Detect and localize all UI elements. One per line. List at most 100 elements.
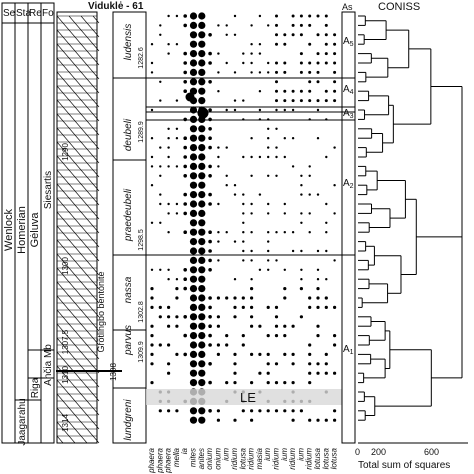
occurrence-dot <box>241 409 245 413</box>
lith-hatch <box>80 295 88 304</box>
lith-hatch <box>92 379 100 388</box>
occurrence-dot <box>250 202 253 206</box>
occurrence-dot <box>167 202 170 206</box>
occurrence-dot <box>150 334 154 338</box>
formation-label-riga: Riga <box>30 377 41 398</box>
occurrence-dot <box>198 369 206 377</box>
occurrence-dot <box>159 221 162 224</box>
occurrence-dot <box>216 324 220 328</box>
lith-hatch <box>68 253 76 262</box>
occurrence-dot <box>333 52 337 56</box>
occurrence-dot <box>333 184 336 187</box>
occurrence-dot <box>198 31 206 39</box>
lith-hatch <box>80 267 88 276</box>
occurrence-dot <box>175 99 179 102</box>
lith-hatch <box>56 183 64 192</box>
occurrence-dot <box>208 108 212 112</box>
occurrence-dot <box>208 127 212 131</box>
occurrence-dot <box>208 296 212 300</box>
biozone-name: praedeubeli <box>123 188 134 242</box>
lith-hatch <box>92 113 100 122</box>
biozone-depth: 1298.5 <box>138 229 145 251</box>
occurrence-dot <box>189 322 198 330</box>
occurrence-dot <box>159 174 162 177</box>
occurrence-dot <box>189 200 198 208</box>
occurrence-dot <box>189 228 198 236</box>
lith-hatch <box>62 428 70 437</box>
occurrence-dot <box>189 256 198 264</box>
biozone-column <box>112 11 147 444</box>
lith-hatch <box>86 204 94 213</box>
assemblage-subscript: 2 <box>350 183 354 190</box>
lith-hatch <box>92 421 100 430</box>
occurrence-dot <box>283 99 287 103</box>
occurrence-dot <box>208 230 212 234</box>
lith-hatch <box>56 295 64 304</box>
lith-hatch <box>56 71 64 80</box>
occurrence-dot <box>208 343 212 347</box>
occurrence-dot <box>189 247 198 255</box>
occurrence-dot <box>159 202 162 206</box>
lith-hatch <box>62 36 70 45</box>
occurrence-dot <box>189 134 198 142</box>
occurrence-dot <box>189 379 198 387</box>
occurrence-dot <box>150 61 154 65</box>
biozone-depth: 1289.9 <box>138 121 145 143</box>
occurrence-dot <box>159 193 162 196</box>
occurrence-dot <box>308 70 312 74</box>
occurrence-dot <box>308 352 312 356</box>
taxon-label: ia <box>180 447 189 454</box>
lith-hatch <box>80 253 88 262</box>
occurrence-dot <box>291 418 295 422</box>
occurrence-dot <box>198 322 206 330</box>
lith-hatch <box>80 435 88 444</box>
occurrence-dot <box>316 296 320 300</box>
lith-hatch <box>74 190 82 199</box>
occurrence-dot <box>283 409 287 413</box>
lith-hatch <box>92 141 100 150</box>
occurrence-dot <box>267 259 270 262</box>
lith-hatch <box>74 204 82 213</box>
taxon-label: lotusa <box>330 447 339 469</box>
lith-hatch <box>86 106 94 115</box>
occurrence-dot <box>233 14 237 18</box>
taxon-label: ridium <box>247 448 256 470</box>
occurrence-dot <box>159 146 162 149</box>
occurrence-dot <box>308 212 311 215</box>
occurrence-dot <box>241 334 245 338</box>
occurrence-dot <box>150 352 154 356</box>
occurrence-dot <box>198 275 206 283</box>
occurrence-dot <box>300 193 303 196</box>
occurrence-dot <box>308 231 311 234</box>
occurrence-dot <box>267 137 270 140</box>
lith-hatch <box>92 337 100 346</box>
lith-hatch <box>68 337 76 346</box>
taxon-label: ium <box>222 448 231 461</box>
lith-hatch <box>86 50 94 59</box>
occurrence-dot <box>275 108 278 112</box>
lith-hatch <box>74 134 82 143</box>
lith-hatch <box>62 50 70 59</box>
occurrence-dot <box>183 333 187 338</box>
occurrence-dot <box>275 42 278 46</box>
occurrence-dot <box>325 155 328 159</box>
lith-hatch <box>68 393 76 402</box>
lith-hatch <box>92 393 100 402</box>
occurrence-dot <box>189 360 198 368</box>
occurrence-dot <box>316 334 320 338</box>
lith-hatch <box>56 267 64 276</box>
lith-hatch <box>74 148 82 157</box>
occurrence-dot <box>250 155 253 159</box>
lith-hatch <box>92 239 100 248</box>
occurrence-dot <box>266 334 270 338</box>
occurrence-dot <box>208 333 212 338</box>
occurrence-dot <box>283 268 286 271</box>
depth-label: 1310 <box>61 366 70 384</box>
occurrence-dot <box>217 146 220 149</box>
occurrence-dot <box>183 51 187 56</box>
occurrence-dot <box>250 409 254 413</box>
occurrence-dot <box>324 61 328 65</box>
assemblage-subscript: 3 <box>350 113 354 120</box>
occurrence-dot <box>233 278 237 281</box>
occurrence-dot <box>324 362 328 366</box>
